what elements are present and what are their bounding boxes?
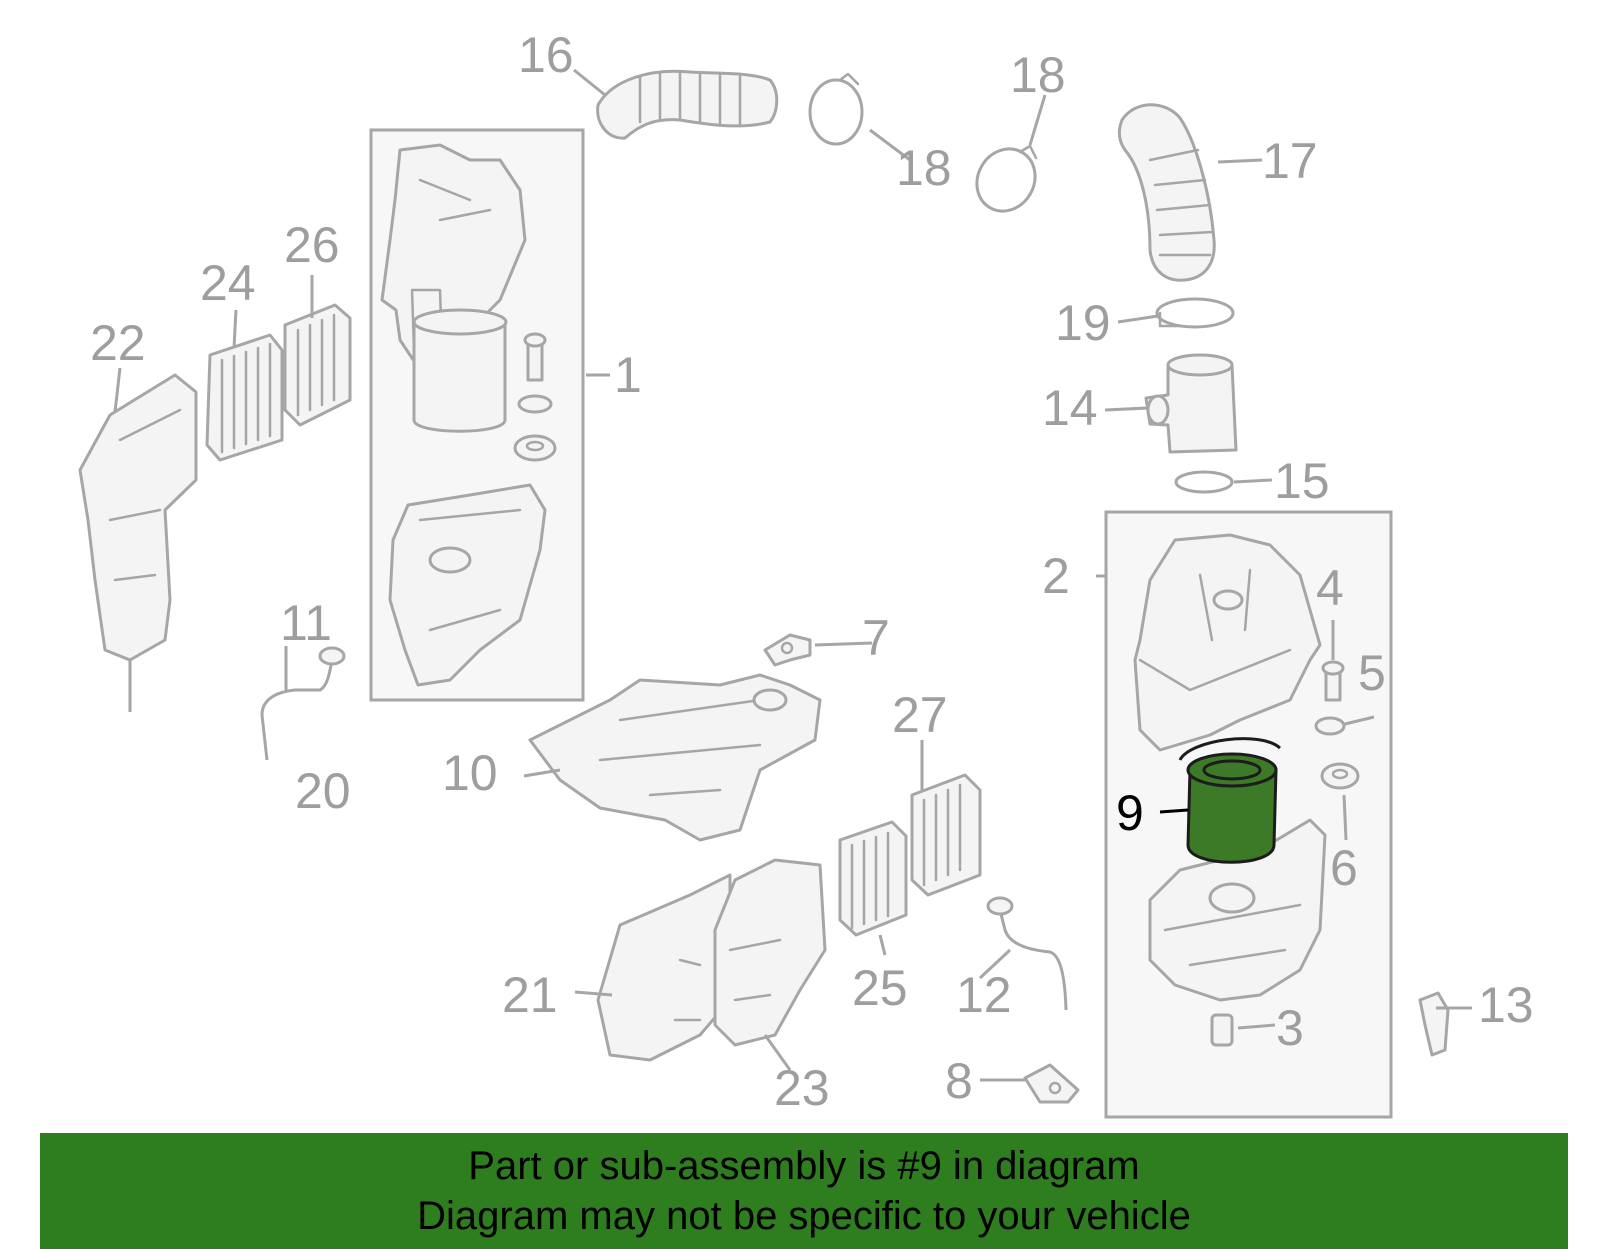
part-23-panel bbox=[713, 858, 827, 1047]
part-19-clamp bbox=[1155, 297, 1235, 329]
part-2-lower-housing bbox=[1148, 818, 1327, 1002]
callout-3: 3 bbox=[1276, 1000, 1304, 1056]
callout-12: 12 bbox=[956, 967, 1012, 1023]
callout-14: 14 bbox=[1042, 380, 1098, 436]
part-1-upper-housing bbox=[380, 143, 527, 372]
callout-22: 22 bbox=[90, 315, 146, 371]
callout-18-a: 18 bbox=[896, 140, 952, 196]
callout-6: 6 bbox=[1330, 840, 1358, 896]
part-26-filter-element bbox=[283, 303, 352, 427]
part-16-intake-hose bbox=[596, 69, 779, 140]
part-10-tray bbox=[528, 673, 822, 842]
callout-27: 27 bbox=[892, 687, 948, 743]
banner-line-1: Part or sub-assembly is #9 in diagram bbox=[468, 1144, 1140, 1188]
callout-4: 4 bbox=[1316, 560, 1344, 616]
part-13-clip bbox=[1418, 991, 1450, 1057]
part-2-upper-housing bbox=[1133, 533, 1322, 752]
part-12-pipe bbox=[986, 896, 1068, 1011]
callout-15: 15 bbox=[1274, 453, 1330, 509]
part-14-tube bbox=[1144, 353, 1238, 454]
callout-23: 23 bbox=[774, 1060, 830, 1116]
callout-10: 10 bbox=[442, 745, 498, 801]
part-27-filter-element bbox=[910, 773, 982, 897]
part-4-bolt bbox=[1321, 660, 1345, 702]
callout-11: 11 bbox=[280, 595, 332, 651]
banner-line-2: Diagram may not be specific to your vehi… bbox=[417, 1194, 1191, 1238]
info-banner: Part or sub-assembly is #9 in diagram Di… bbox=[40, 1133, 1568, 1249]
part-1-filter bbox=[412, 308, 508, 433]
callout-8: 8 bbox=[945, 1053, 973, 1109]
callout-13: 13 bbox=[1478, 977, 1534, 1033]
callout-18-b: 18 bbox=[1010, 47, 1066, 103]
part-18-clamp-b bbox=[975, 144, 1038, 213]
part-1-fasteners bbox=[513, 332, 557, 462]
callout-9-highlighted: 9 bbox=[1116, 785, 1144, 841]
callout-25: 25 bbox=[852, 960, 908, 1016]
part-25-filter-element bbox=[838, 820, 908, 937]
part-9-air-filter-highlighted[interactable] bbox=[1178, 737, 1282, 864]
callout-26: 26 bbox=[284, 217, 340, 273]
callout-19: 19 bbox=[1055, 295, 1111, 351]
callout-1: 1 bbox=[614, 347, 642, 403]
part-8-bracket bbox=[1023, 1063, 1080, 1104]
callout-20: 20 bbox=[295, 763, 351, 819]
leader-lines bbox=[113, 68, 1472, 1082]
part-1-lower-housing bbox=[388, 483, 547, 687]
part-6-seal bbox=[1320, 762, 1360, 790]
part-21-panel bbox=[596, 873, 732, 1062]
part-22-panel bbox=[78, 373, 198, 662]
part-3-drain bbox=[1210, 1013, 1234, 1047]
part-18-clamp-a bbox=[808, 72, 864, 146]
part-17-hose bbox=[1117, 103, 1216, 282]
callout-17: 17 bbox=[1262, 133, 1318, 189]
callout-7: 7 bbox=[862, 610, 890, 666]
part-7-bracket bbox=[763, 633, 812, 667]
callout-21: 21 bbox=[502, 967, 558, 1023]
part-15-ring bbox=[1174, 470, 1234, 494]
callout-2: 2 bbox=[1042, 548, 1070, 604]
part-5-grommet bbox=[1314, 716, 1346, 736]
callout-labels: 16 18 18 17 19 14 15 1 2 4 5 6 3 9 7 10 … bbox=[90, 27, 1534, 1116]
callout-24: 24 bbox=[200, 255, 256, 311]
part-11-pipe bbox=[260, 646, 346, 761]
callout-5: 5 bbox=[1358, 645, 1386, 701]
part-24-filter-element bbox=[205, 333, 284, 462]
callout-16: 16 bbox=[518, 27, 574, 83]
